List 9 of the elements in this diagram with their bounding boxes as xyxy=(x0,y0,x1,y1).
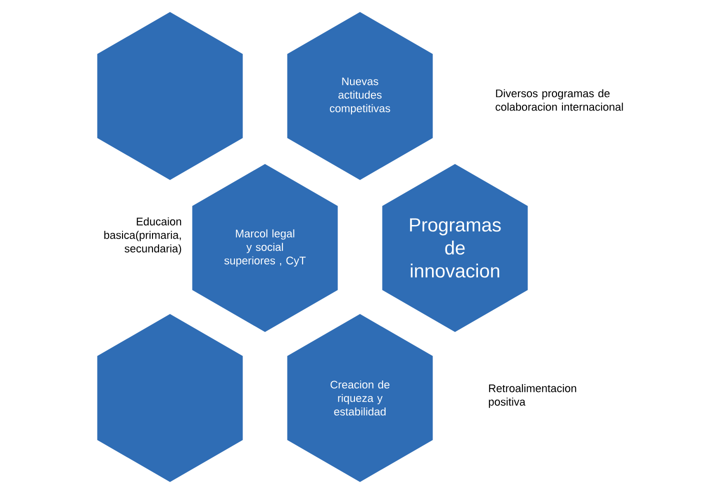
hexagon-box: Programas de innovacion xyxy=(382,164,528,332)
hexagon-box: Creacion de riqueza y estabilidad xyxy=(287,314,433,482)
hexagon-box: Nuevas actitudes competitivas xyxy=(287,12,433,180)
side-label: Retroalimentacion positiva xyxy=(488,384,576,408)
hexagon xyxy=(97,314,243,482)
hexagon-box: Marcol legal y social superiores , CyT xyxy=(192,164,338,332)
hexagon xyxy=(97,12,243,180)
side-label: Diversos programas de colaboracion internacional xyxy=(496,89,623,111)
side-label: Educaion basica(primaria, secundaria) xyxy=(104,217,182,255)
